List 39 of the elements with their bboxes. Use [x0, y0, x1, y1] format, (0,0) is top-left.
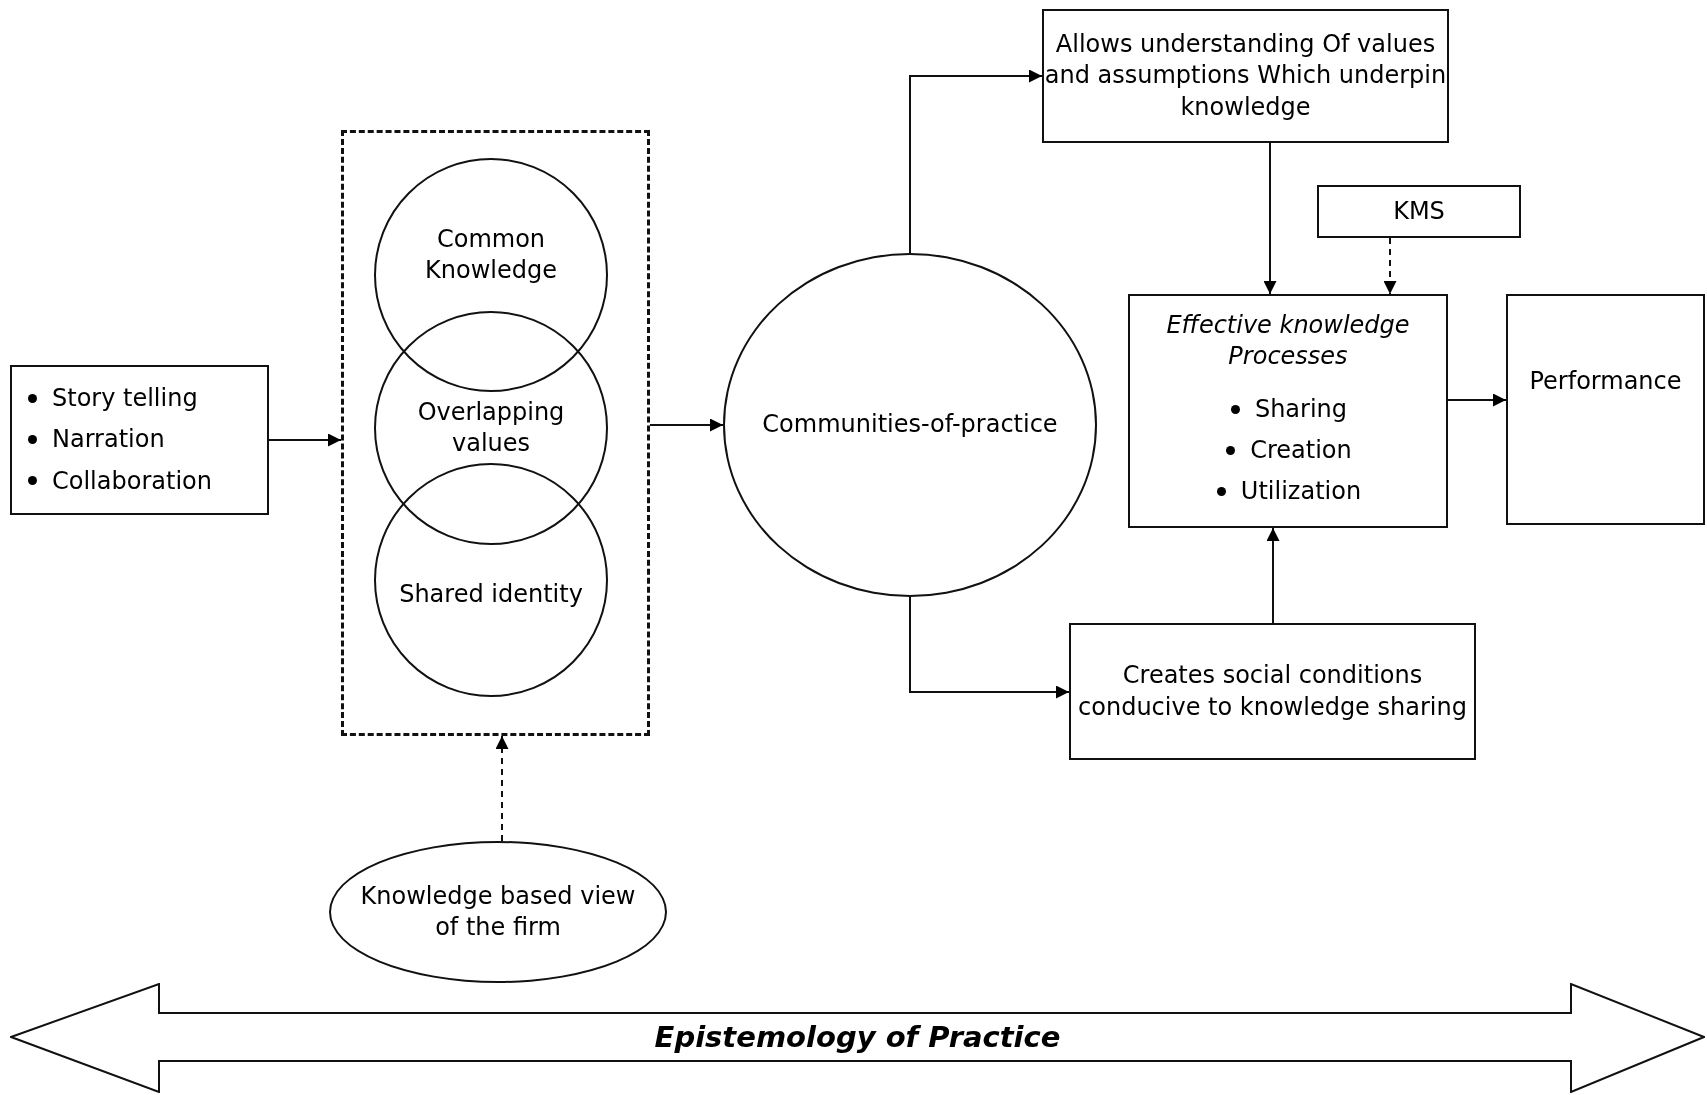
arrow — [268, 433, 342, 447]
process-box — [1317, 185, 1521, 238]
process-box — [10, 365, 269, 515]
arrow — [909, 596, 1070, 699]
bullet-item: Story telling — [26, 383, 198, 415]
arrow — [1263, 142, 1277, 295]
node-label: Communities-of-practice — [762, 409, 1058, 441]
node-label: KMS — [1393, 195, 1445, 227]
arrow — [1266, 527, 1280, 624]
process-box — [1042, 9, 1449, 143]
node-label: Common Knowledge — [424, 223, 558, 286]
ellipse — [329, 841, 667, 983]
arrow — [1447, 393, 1507, 407]
dashed-group-box — [341, 130, 650, 736]
arrow — [1383, 237, 1397, 295]
node-label: Allows understanding Of values and assumptions Which underpin knowledge — [1044, 29, 1447, 123]
process-box — [1506, 294, 1705, 525]
node-label: Overlapping values — [416, 396, 566, 459]
bullet-item: Collaboration — [26, 465, 212, 497]
circle — [374, 463, 608, 697]
node-label: Effective knowledge Processes — [1165, 309, 1411, 372]
ellipse — [723, 253, 1097, 597]
process-box — [1069, 623, 1476, 760]
band-label: Epistemology of Practice — [654, 1019, 1061, 1057]
process-box — [1128, 294, 1448, 528]
circle — [374, 311, 608, 545]
node-label: Knowledge based view of the firm — [359, 880, 637, 943]
bullet-item: Creation — [1224, 435, 1352, 467]
double-arrow-band — [10, 983, 1705, 1093]
arrow — [909, 69, 1043, 254]
node-label: Creates social conditions conducive to knowledge sharing — [1077, 660, 1468, 723]
node-label: Shared identity — [399, 579, 583, 611]
circle — [374, 158, 608, 392]
arrow — [649, 418, 724, 432]
node-label: Performance — [1529, 366, 1682, 397]
bullet-item: Utilization — [1214, 476, 1362, 508]
bullet-item: Sharing — [1228, 393, 1348, 426]
arrow — [495, 735, 509, 842]
bullet-item: Narration — [26, 424, 165, 456]
